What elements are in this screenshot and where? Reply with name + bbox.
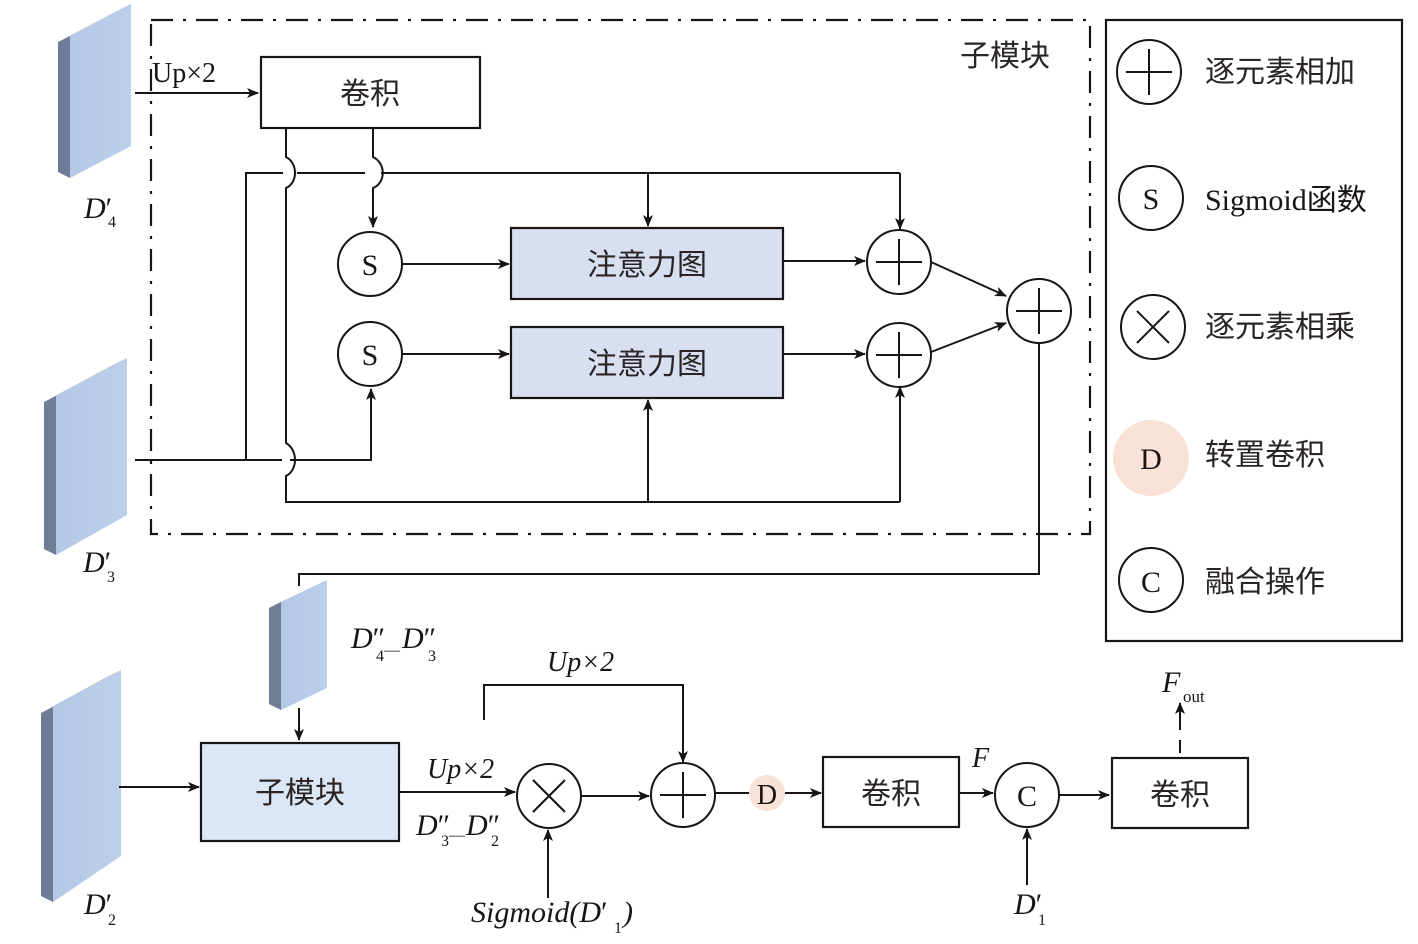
attention-map-label-top: 注意力图: [587, 248, 707, 283]
svg-text:D: D: [1140, 443, 1162, 476]
svg-text:C: C: [1141, 566, 1161, 599]
feature-map-d2: [41, 670, 121, 902]
label-up-x2-top: Up×2: [152, 58, 216, 89]
svg-text:4: 4: [376, 648, 384, 665]
submodule-box: [199, 741, 401, 843]
svg-text:S: S: [1143, 183, 1160, 216]
label-d4-sub: 4: [108, 214, 116, 231]
svg-text:D: D: [757, 780, 777, 811]
arrow-skip-up-x2: [483, 684, 688, 763]
label-d4: D′: [83, 192, 112, 225]
label-up-x2-2: Up×2: [547, 647, 614, 678]
svg-text:S: S: [362, 339, 379, 372]
sigmoid-node-top: S: [337, 231, 403, 297]
label-up-x2-1: Up×2: [427, 754, 494, 785]
svg-text:3: 3: [428, 648, 436, 665]
add-node-bottom: [866, 322, 932, 388]
label-d3-sub: 3: [107, 569, 115, 586]
arrow-plus-top-to-sum: [930, 261, 1007, 297]
label-f: F: [971, 743, 990, 774]
add-node-sum: [1006, 278, 1072, 344]
svg-text:C: C: [1017, 780, 1037, 813]
svg-text:D″: D″: [465, 809, 500, 842]
label-d2-sub: 2: [108, 912, 116, 929]
svg-text:D″: D″: [401, 622, 436, 655]
svg-text:D″: D″: [415, 809, 450, 842]
legend-item-add: 逐元素相加: [1116, 39, 1355, 105]
submodule-frame: [149, 18, 1092, 536]
label-d1-sub: 1: [1038, 912, 1046, 929]
svg-text:D″: D″: [350, 622, 385, 655]
label-d2: D′: [83, 888, 112, 921]
legend-item-multiply: 逐元素相乘: [1120, 294, 1355, 360]
legend-item-transpose-conv: D 转置卷积: [1113, 420, 1325, 496]
svg-text:转置卷积: 转置卷积: [1205, 438, 1325, 473]
multiply-node: [516, 763, 582, 829]
svg-text:Sigmoid函数: Sigmoid函数: [1205, 184, 1367, 217]
label-d3-d2: D″ 3 — D″ 2: [415, 809, 500, 850]
svg-text:—: —: [448, 827, 466, 844]
svg-text:—: —: [383, 642, 401, 659]
legend-item-fusion: C 融合操作: [1118, 547, 1325, 613]
legend-item-sigmoid: S Sigmoid函数: [1118, 165, 1367, 231]
conv-label-2: 卷积: [1150, 778, 1210, 813]
add-node-top: [866, 229, 932, 295]
svg-text:逐元素相加: 逐元素相加: [1205, 55, 1355, 90]
submodule-title: 子模块: [960, 39, 1050, 74]
arrow-plus-bottom-to-sum: [930, 322, 1007, 353]
svg-text:2: 2: [491, 833, 499, 850]
arrow-conv-to-sigmoid-top: [368, 128, 384, 228]
line-d3-up: [245, 172, 283, 460]
feature-map-d4: [58, 4, 131, 178]
submodule-box-label: 子模块: [255, 776, 345, 811]
conv-box-2: [1110, 756, 1250, 830]
attention-map-label-bottom: 注意力图: [587, 347, 707, 382]
conv-box-1: [821, 755, 961, 829]
svg-text:3: 3: [441, 833, 449, 850]
label-d1: D′: [1013, 888, 1042, 921]
arrow-d3-to-sigmoid-bottom: [290, 388, 376, 461]
add-node-bottom-pipeline: [650, 762, 716, 828]
label-d3: D′: [82, 546, 111, 579]
line-conv-to-bottom-bus: [285, 128, 900, 503]
svg-text:1: 1: [614, 920, 622, 937]
label-fout: F: [1161, 666, 1181, 699]
svg-text:): ): [621, 896, 633, 929]
legend-transpose-icon: [1113, 420, 1189, 496]
svg-text:S: S: [362, 249, 379, 282]
conv-label-1: 卷积: [861, 777, 921, 812]
transpose-conv-node: D: [749, 775, 785, 811]
attention-map-box-top: [509, 226, 785, 301]
svg-text:Sigmoid(D′: Sigmoid(D′: [471, 896, 608, 929]
feature-map-d4-d3: [269, 580, 327, 710]
svg-text:逐元素相乘: 逐元素相乘: [1205, 310, 1355, 345]
label-fout-sub: out: [1183, 687, 1205, 706]
attention-map-box-bottom: [509, 325, 785, 400]
label-sigmoid-d1: Sigmoid(D′ 1 ): [471, 896, 633, 937]
svg-text:融合操作: 融合操作: [1205, 565, 1325, 600]
sigmoid-node-bottom: S: [337, 321, 403, 387]
conv-label-submodule: 卷积: [340, 77, 400, 112]
fusion-node: C: [994, 762, 1060, 828]
legend-sigmoid-icon: [1118, 165, 1184, 231]
feature-map-d3: [44, 358, 127, 555]
legend-fusion-icon: [1118, 547, 1184, 613]
label-d4-d3: D″ 4 — D″ 3: [350, 622, 436, 665]
conv-box-submodule: [259, 55, 482, 130]
line-sum-to-d4-d3: [298, 343, 1040, 586]
